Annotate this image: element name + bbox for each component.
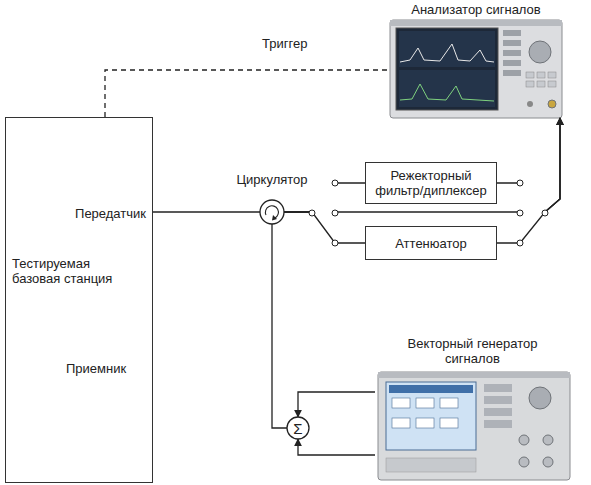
circulator-circle: [260, 200, 284, 224]
connector: [272, 224, 287, 428]
connector: [284, 183, 365, 212]
summing-circle: [287, 417, 309, 439]
analyzer-key: [537, 81, 545, 87]
generator-connector: [519, 457, 529, 467]
switch-contact: [517, 240, 523, 246]
analyzer-top-trim: [390, 20, 562, 26]
generator-screen-bar: [389, 385, 473, 393]
analyzer-key: [526, 81, 534, 87]
signal-analyzer: Анализатор сигналов: [390, 2, 562, 118]
circulator-arc-head: [272, 215, 277, 221]
generator-block: [416, 398, 434, 408]
analyzer-key: [548, 81, 556, 87]
node-text: Σ: [286, 420, 310, 437]
switch-contact: [517, 180, 523, 186]
generator-block: [416, 418, 434, 428]
node-text: Циркулятор: [232, 172, 312, 187]
analyzer-connector: [548, 100, 556, 108]
generator-button: [484, 384, 512, 392]
generator-connector: [519, 435, 529, 445]
switch-contact: [332, 210, 338, 216]
analyzer-screen-pane: [399, 70, 495, 107]
node-text: Приемник: [66, 361, 146, 376]
generator-button: [484, 420, 512, 428]
analyzer-key: [526, 72, 534, 78]
analyzer-key: [548, 72, 556, 78]
analyzer-knob: [529, 41, 551, 63]
analyzer-button: [503, 60, 521, 66]
generator-screen: [386, 382, 476, 450]
generator-button: [484, 396, 512, 404]
analyzer-screen-pane: [399, 31, 495, 67]
analyzer-key: [537, 72, 545, 78]
attenuator-box: Аттенюатор: [365, 226, 497, 260]
generator-knob: [529, 387, 551, 409]
generator-button: [484, 408, 512, 416]
node-text: Анализатор сигналов: [390, 2, 562, 17]
analyzer-button: [503, 50, 521, 56]
circulator: Циркулятор: [232, 170, 312, 226]
generator-connector: [543, 457, 553, 467]
connector: [298, 392, 375, 417]
analyzer-trace: [400, 84, 494, 101]
node-text: Векторный генератор сигналов: [400, 336, 545, 366]
analyzer-body: [390, 20, 562, 118]
node-text: Аттенюатор: [366, 236, 496, 251]
edge-label: Триггер: [262, 36, 307, 51]
connector: [497, 118, 560, 243]
connector: [497, 118, 560, 212]
analyzer-button: [503, 70, 521, 76]
switch-contact: [332, 240, 338, 246]
analyzer-trace: [400, 44, 494, 62]
generator-connector: [543, 435, 553, 445]
analyzer-button: [503, 40, 521, 46]
circulator-arc: [265, 206, 278, 218]
notch-filter-box: Режекторный фильтр/диплексер: [365, 162, 497, 204]
switch-pivot: [309, 210, 315, 216]
node-text: Тестируемая базовая станция: [12, 256, 122, 286]
generator-block: [392, 398, 410, 408]
switch-contact: [332, 180, 338, 186]
switch-pivot: [542, 210, 548, 216]
analyzer-screen: [396, 28, 498, 110]
switch-contact: [517, 210, 523, 216]
generator-body: [378, 372, 570, 480]
generator-keypad: [386, 458, 476, 472]
summing-junction: Σ: [286, 416, 310, 440]
connector: [298, 439, 375, 455]
node-text: Режекторный фильтр/диплексер: [366, 168, 496, 198]
connector: [284, 212, 365, 243]
generator-block: [440, 398, 458, 408]
base-station-box: ПередатчикТестируемая базовая станцияПри…: [5, 117, 153, 483]
analyzer-connector: [527, 101, 533, 107]
connector: [105, 70, 390, 117]
circulator-symbol: [232, 198, 312, 226]
analyzer-button: [503, 30, 521, 36]
vector-signal-generator: Векторный генератор сигналов: [375, 336, 570, 480]
generator-block: [392, 418, 410, 428]
generator-block: [440, 418, 458, 428]
connector: [284, 118, 560, 212]
node-text: Передатчик: [6, 206, 146, 221]
generator-top-trim: [378, 372, 570, 378]
connector: [153, 211, 260, 212]
